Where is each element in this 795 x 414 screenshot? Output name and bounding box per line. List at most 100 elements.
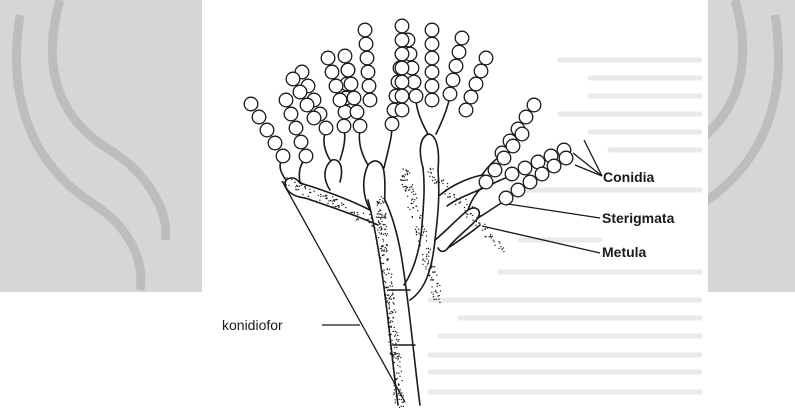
stipple-dot: [409, 189, 410, 190]
stipple-dot: [407, 174, 408, 175]
stipple-dot: [392, 343, 393, 344]
stipple-dot: [426, 235, 427, 236]
stipple-dot: [431, 263, 432, 264]
stipple-dot: [395, 344, 396, 345]
stipple-dot: [393, 298, 394, 299]
stipple-dot: [392, 354, 393, 355]
stipple-dot: [397, 397, 398, 398]
stipple-dot: [409, 187, 410, 188]
stipple-dot: [405, 179, 406, 180]
conidium: [511, 183, 525, 197]
stipple-dot: [395, 334, 396, 335]
conidium: [359, 37, 373, 51]
stipple-dot: [393, 394, 394, 395]
stipple-dot: [437, 286, 438, 287]
stipple-dot: [389, 308, 390, 309]
stipple-dot: [434, 183, 435, 184]
stipple-dot: [386, 226, 387, 227]
stipple-dot: [416, 206, 417, 207]
conidium: [329, 79, 343, 93]
conidium: [547, 159, 561, 173]
stipple-dot: [393, 331, 394, 332]
conidium: [519, 110, 533, 124]
label-metula: Metula: [602, 244, 647, 260]
stipple-dot: [341, 205, 342, 206]
conidium: [252, 110, 266, 124]
stipple-dot: [337, 205, 338, 206]
stipple-dot: [389, 313, 390, 314]
stipple-dot: [384, 215, 385, 216]
stipple-dot: [382, 277, 383, 278]
stipple-dot: [386, 251, 387, 252]
stipple-dot: [464, 207, 465, 208]
stipple-dot: [313, 191, 314, 192]
stipple-dot: [399, 366, 400, 367]
stipple-dot: [396, 379, 397, 380]
conidium: [443, 87, 457, 101]
stipple-dot: [456, 198, 457, 199]
stipple-dot: [431, 172, 432, 173]
stipple-dot: [490, 236, 491, 237]
stipple-dot: [418, 232, 419, 233]
stipple-dot: [376, 201, 377, 202]
stipple-dot: [391, 274, 392, 275]
stipple-dot: [389, 326, 390, 327]
stipple-dot: [402, 180, 403, 181]
stipple-dot: [399, 389, 400, 390]
stipple-dot: [392, 286, 393, 287]
stipple-dot: [424, 261, 425, 262]
stipple-dot: [399, 376, 400, 377]
stipple-dot: [479, 225, 480, 226]
stipple-dot: [389, 298, 390, 299]
stipple-dot: [305, 188, 306, 189]
conidium: [499, 191, 513, 205]
conidium: [523, 175, 537, 189]
conidium: [338, 49, 352, 63]
stipple-dot: [389, 302, 390, 303]
stipple-dot: [378, 220, 379, 221]
stipple-dot: [378, 237, 379, 238]
stipple-dot: [418, 229, 419, 230]
stipple-dot: [394, 336, 395, 337]
stipple-dot: [436, 182, 437, 183]
conidium: [395, 61, 409, 75]
stipple-dot: [390, 311, 391, 312]
stipple-dot: [431, 265, 432, 266]
stipple-dot: [435, 299, 436, 300]
stipple-dot: [408, 190, 409, 191]
stipple-dot: [494, 245, 495, 246]
stipple-dot: [393, 355, 394, 356]
stipple-dot: [488, 236, 489, 237]
stipple-dot: [428, 271, 429, 272]
stipple-dot: [337, 199, 338, 200]
stipple-dot: [402, 380, 403, 381]
stipple-dot: [394, 327, 395, 328]
conidium: [260, 123, 274, 137]
conidium: [425, 37, 439, 51]
stipple-dot: [295, 189, 296, 190]
stipple-dot: [381, 196, 382, 197]
stipple-dot: [401, 392, 402, 393]
conidium: [395, 75, 409, 89]
stipple-dot: [341, 202, 342, 203]
stipple-dot: [377, 202, 378, 203]
stipple-dot: [426, 256, 427, 257]
stipple-dot: [380, 223, 381, 224]
stipple-dot: [475, 225, 476, 226]
stipple-dot: [426, 231, 427, 232]
stipple-dot: [428, 248, 429, 249]
stipple-dot: [396, 372, 397, 373]
stipple-dot: [447, 196, 448, 197]
stipple-dot: [435, 179, 436, 180]
stipple-dot: [413, 191, 414, 192]
stipple-dot: [412, 189, 413, 190]
stipple-dot: [392, 311, 393, 312]
stipple-dot: [426, 240, 427, 241]
stipple-dot: [310, 192, 311, 193]
stipple-dot: [398, 373, 399, 374]
stipple-dot: [356, 219, 357, 220]
conidium: [409, 89, 423, 103]
conidium: [385, 117, 399, 131]
conidium: [518, 161, 532, 175]
stipple-dot: [383, 269, 384, 270]
